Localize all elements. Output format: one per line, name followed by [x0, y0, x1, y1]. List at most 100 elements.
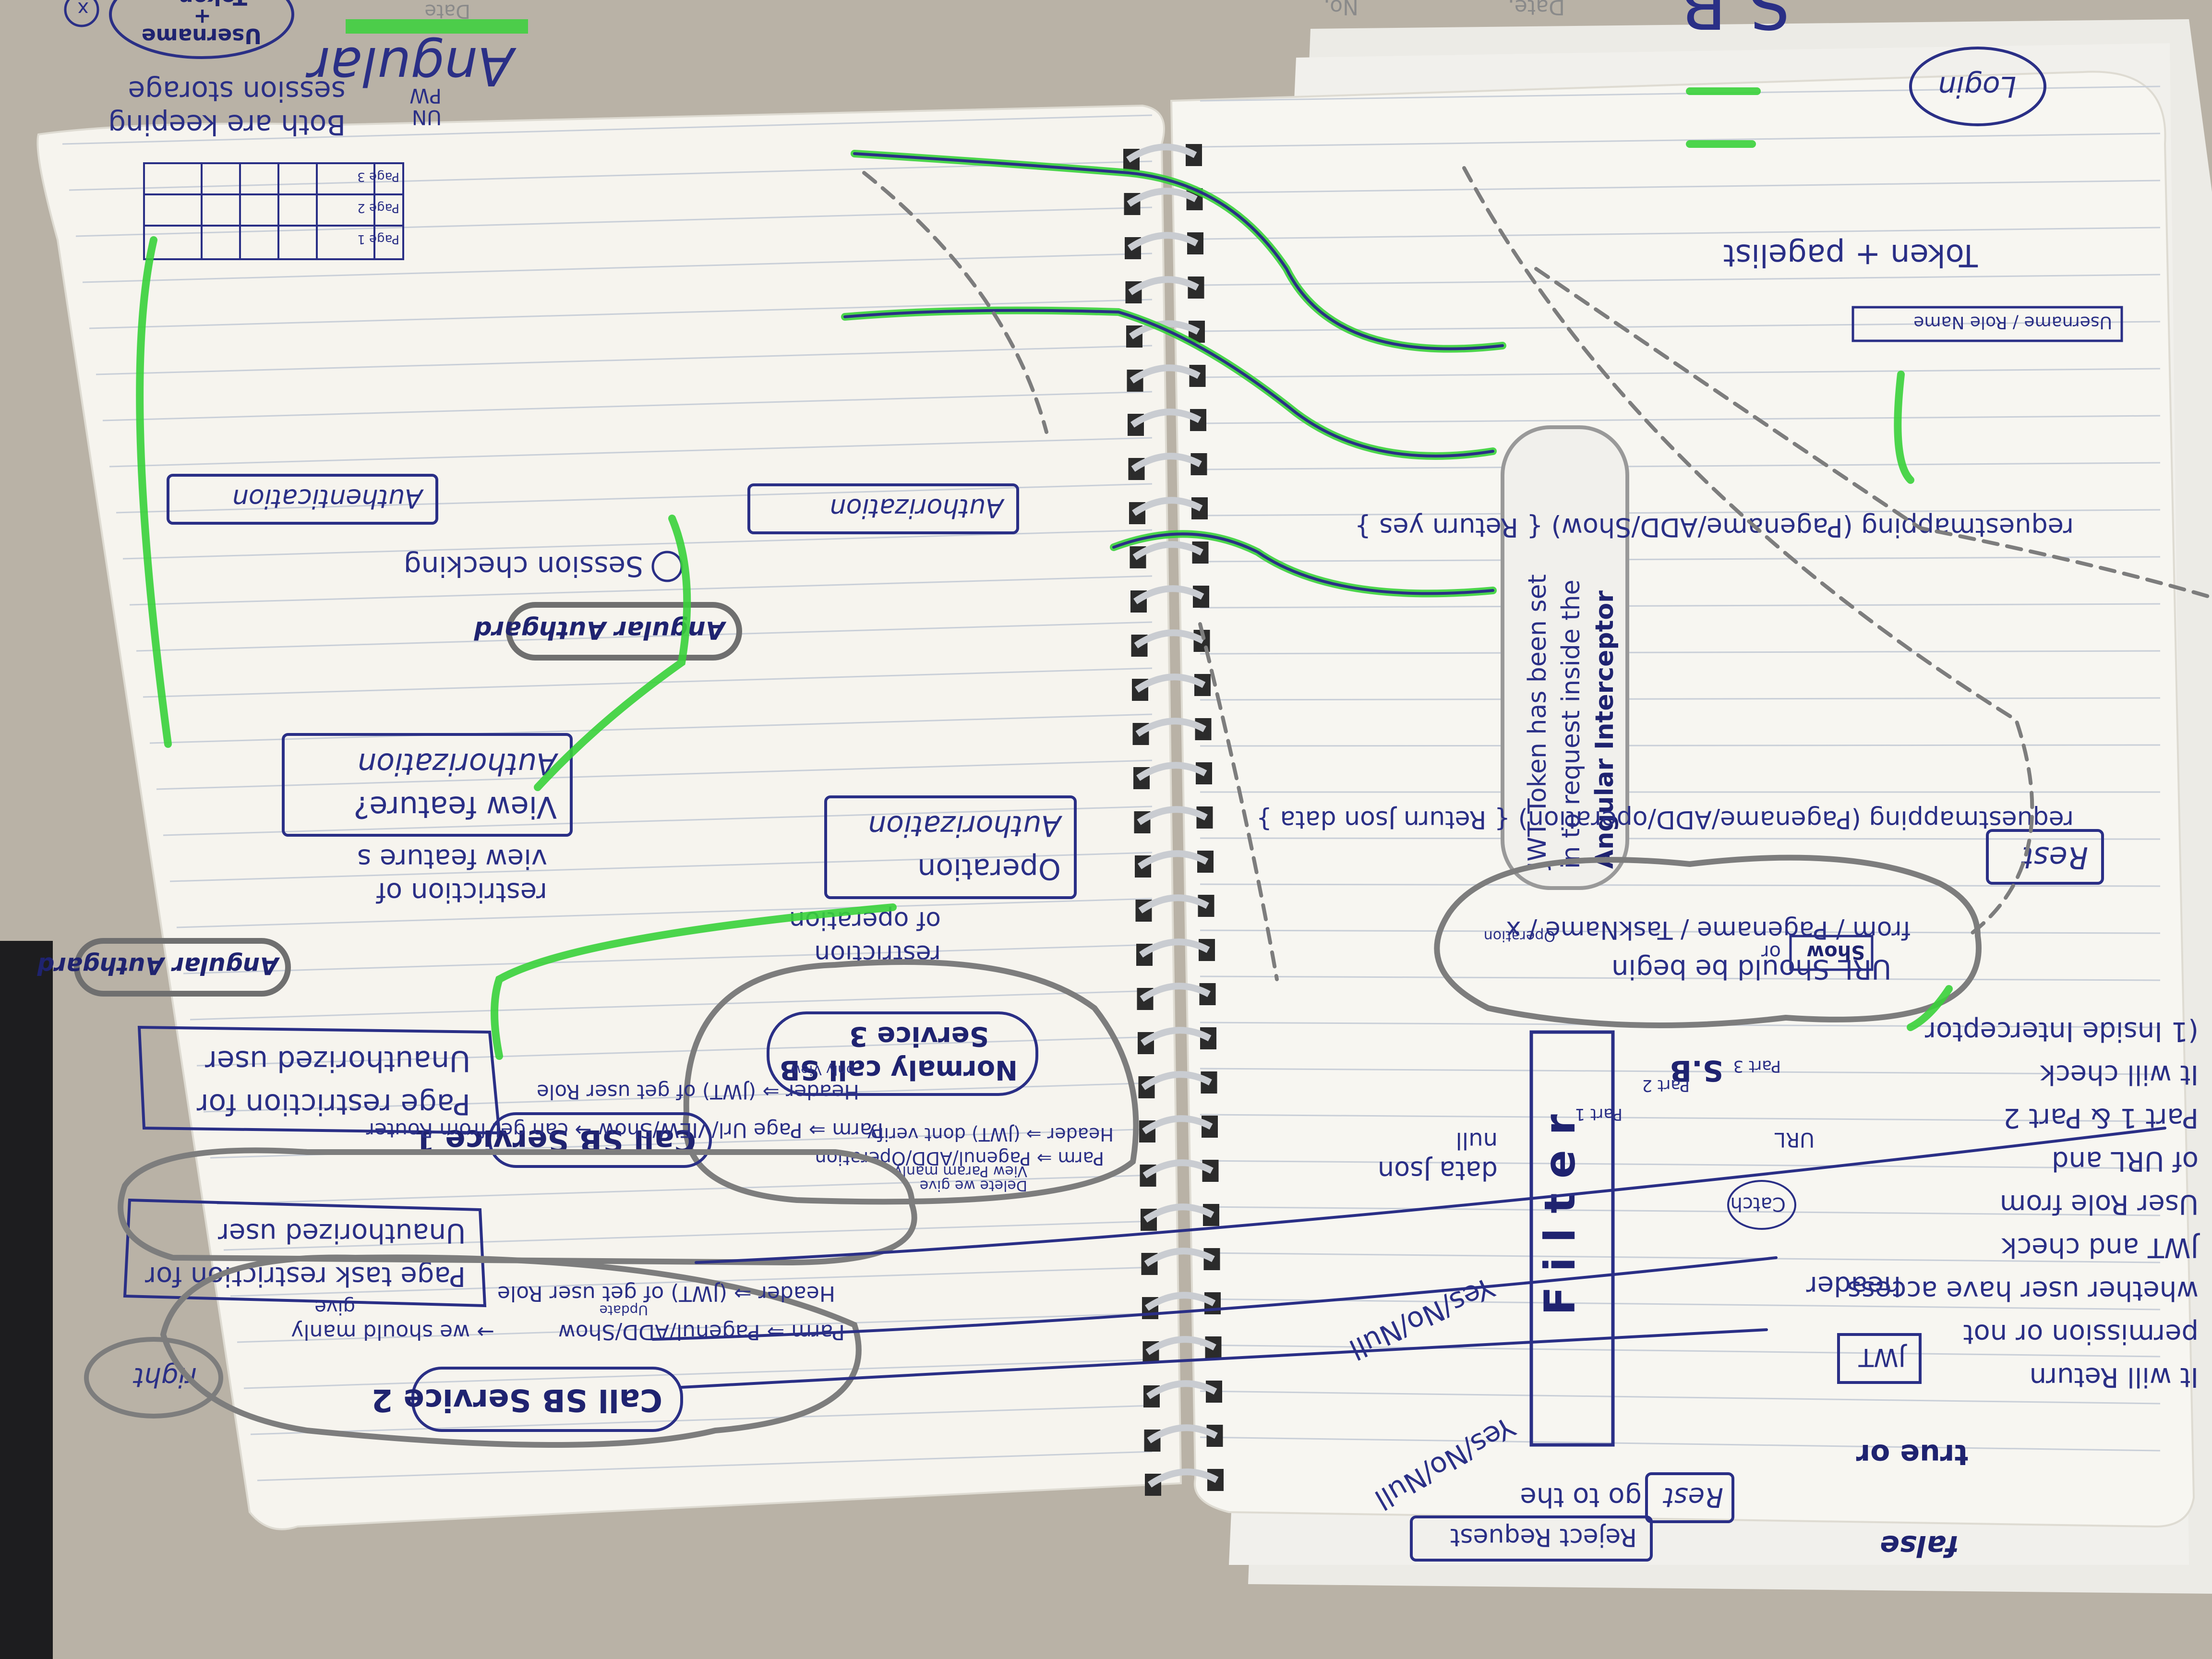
- username-rolename: Username / Role Name: [1913, 313, 2112, 332]
- rest-box-2: [1645, 1472, 1734, 1523]
- spiral-ring: [1131, 453, 1202, 472]
- page-restriction-2: Unauthorized user: [205, 1044, 470, 1078]
- authorization-box: [747, 483, 1019, 534]
- service3-title-1: Normaly call SB: [780, 1054, 1018, 1085]
- spiral-ring: [1132, 497, 1203, 516]
- spiral-ring: [1145, 1336, 1216, 1355]
- page-restriction-1: Page restriction for: [196, 1087, 470, 1121]
- rule-line-right: [1200, 837, 2161, 840]
- jwt-box: [1837, 1333, 1922, 1384]
- view-authorization-label: Authorization: [358, 746, 559, 781]
- service3-detail-2: View Param manly: [894, 1163, 1027, 1179]
- jwt-note-3: Angular Interceptor: [1590, 590, 1619, 869]
- request-mapping-2: requestmapping (Pagename/ADD/operation) …: [1256, 805, 2074, 834]
- rule-line-left: [176, 898, 1153, 928]
- left-page-content: Angular Date Username + Token x Both are…: [36, 0, 1139, 1448]
- interceptor-note-6: whether user have access: [1847, 1275, 2199, 1306]
- connector-lines: [136, 87, 2212, 1389]
- catch-label: Catch: [1731, 1193, 1786, 1215]
- username-label: Username: [142, 24, 262, 48]
- go-to-the: go to the: [1520, 1481, 1642, 1513]
- rule-line-right: [1200, 650, 2161, 655]
- interceptor-note-2: Part 1 & Part 2: [2003, 1102, 2199, 1133]
- grid-header-2: Page 2: [357, 201, 399, 215]
- service3-title-2: Service 3: [849, 1021, 989, 1052]
- service2-bubble: [411, 1367, 683, 1432]
- login-bubble: [1909, 47, 2046, 126]
- operation-box: [824, 795, 1077, 899]
- rule-line-right: [1200, 415, 2161, 424]
- page-task-2: Unauthorized user: [217, 1217, 466, 1249]
- show-label: Show: [1806, 941, 1865, 963]
- rule-line-right: [1200, 274, 2161, 286]
- title-highlight: [346, 19, 528, 34]
- operation-authorization-label: Authorization: [868, 809, 1063, 842]
- spiral-ring: [1130, 364, 1201, 384]
- rule-line-left: [156, 759, 1153, 790]
- rule-line-left: [196, 1036, 1153, 1067]
- rule-line-left: [203, 1082, 1153, 1113]
- catch-bubble: [1727, 1180, 1796, 1230]
- left-title-date: Date: [424, 0, 470, 22]
- interceptor-note-3: of URL and: [2052, 1145, 2199, 1177]
- marker-x-circle: [64, 0, 99, 27]
- spiral-ring: [1128, 232, 1199, 251]
- true-or: true or: [1856, 1438, 1968, 1471]
- rule-line-right: [1200, 1436, 2161, 1452]
- jwt-note: JWT Token has been set in to request ins…: [1501, 425, 1629, 890]
- rule-line-left: [169, 852, 1153, 882]
- rule-line-left: [136, 621, 1153, 652]
- spiral-ring: [1132, 541, 1203, 560]
- spiral-ring: [1138, 850, 1209, 869]
- or-label: or: [1761, 941, 1781, 963]
- header-label: header: [1806, 1270, 1901, 1301]
- rule-line-left: [143, 667, 1153, 698]
- show-box: [1789, 935, 1874, 971]
- service3-header: Header ⇒ (JWT) dont verify: [867, 1124, 1114, 1145]
- rule-line-left: [62, 114, 1153, 145]
- service1-only: only View: [790, 1062, 854, 1078]
- spiral-ring: [1135, 718, 1206, 737]
- rule-line-right: [1200, 1344, 2161, 1358]
- operation-label: Operation: [917, 852, 1061, 886]
- spiral-ring: [1134, 629, 1205, 649]
- restriction-note-1: restriction of: [376, 877, 547, 908]
- service3-detail-1: Delete we give: [920, 1177, 1027, 1194]
- no-label: No.: [1323, 0, 1358, 19]
- part3-label: Part 3: [1733, 1057, 1781, 1076]
- rule-line-left: [129, 575, 1153, 606]
- spiral-ring: [1141, 1027, 1212, 1046]
- rule-line-right: [1200, 509, 2161, 517]
- request-mapping-1: requestmapping (Pagename/ADD/Show) { Ret…: [1355, 512, 2074, 542]
- grid-header-3: Page 3: [357, 169, 399, 184]
- rule-line-left: [102, 391, 1153, 421]
- authentication-label: Authentication: [232, 483, 424, 514]
- rule-line-left: [250, 1405, 1153, 1435]
- rule-line-left: [223, 1220, 1153, 1251]
- rule-line-right: [1200, 1298, 2161, 1310]
- service1-bubble: [488, 1112, 712, 1168]
- false-label: false: [1880, 1529, 1959, 1563]
- username-token-bubble: [109, 0, 294, 59]
- rule-line-right: [1200, 556, 2161, 563]
- rule-line-left: [163, 805, 1153, 836]
- spiral-ring: [1133, 585, 1204, 604]
- spiral-ring: [1141, 1071, 1212, 1090]
- rule-line-left: [116, 483, 1153, 514]
- spiral-ring: [1146, 1380, 1217, 1399]
- rule-line-left: [69, 160, 1153, 191]
- sb-label: S.B: [1670, 1054, 1723, 1087]
- interceptor-notes: (1 Inside Interceptor It will check Part…: [1847, 1016, 2200, 1393]
- rule-line-right: [1200, 227, 2161, 240]
- rule-line-left: [243, 1358, 1153, 1389]
- spiral-ring: [1142, 1159, 1214, 1178]
- service2-params: Parm ⇒ Pagenul/ADD/Show: [558, 1320, 845, 1344]
- right-title: S.B: [1681, 0, 1791, 43]
- rule-line-right: [1200, 462, 2161, 470]
- data-null: null: [1455, 1127, 1498, 1154]
- service2-note-2: give: [314, 1296, 355, 1318]
- jwt-note-1: JWT Token has been set: [1523, 574, 1552, 870]
- spiral-ring: [1145, 1292, 1216, 1311]
- spiral-ring: [1129, 320, 1200, 339]
